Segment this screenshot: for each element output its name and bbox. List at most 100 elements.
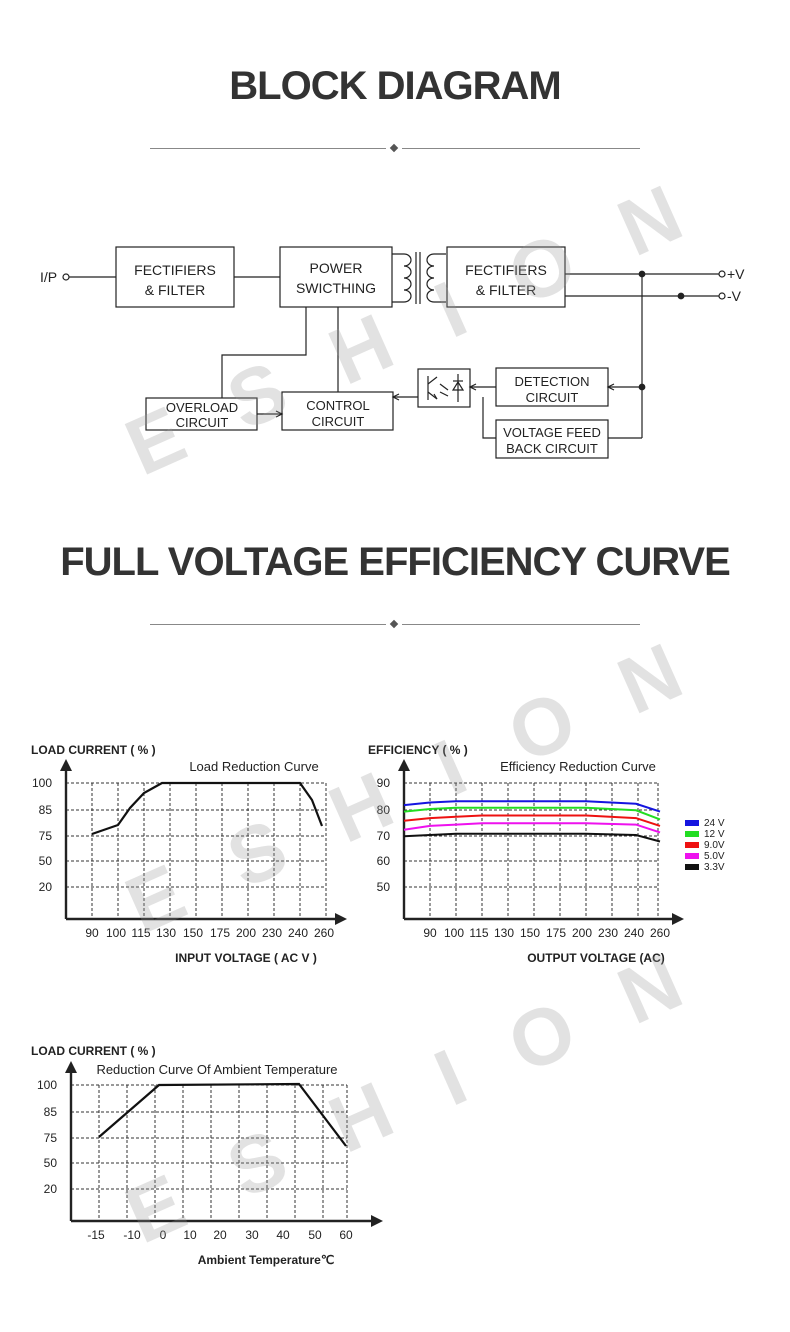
x-tick-label: 50 <box>308 1228 322 1242</box>
title-divider <box>150 619 640 630</box>
x-tick-label: 150 <box>183 926 203 940</box>
y-tick-label: 70 <box>377 829 391 843</box>
x-tick-label: 260 <box>314 926 334 940</box>
output-neg-label: -V <box>727 288 742 304</box>
series-line <box>403 806 661 821</box>
x-axis-arrow <box>335 913 347 925</box>
x-tick-label: 230 <box>262 926 282 940</box>
legend-swatch <box>685 831 699 837</box>
x-tick-label: 175 <box>546 926 566 940</box>
block-diagram: I/P FECTIFIERS & FILTER POWER SWICTHING … <box>40 246 745 459</box>
legend-swatch <box>685 853 699 859</box>
y-tick-label: 20 <box>39 880 53 894</box>
block-diagram-title: BLOCK DIAGRAM <box>229 64 561 108</box>
series-line <box>403 800 661 813</box>
series-line <box>403 832 661 843</box>
x-tick-label: 130 <box>156 926 176 940</box>
svg-text:CIRCUIT: CIRCUIT <box>526 390 579 405</box>
x-tick-label: 240 <box>288 926 308 940</box>
y-tick-label: 100 <box>32 776 52 790</box>
svg-text:SWICTHING: SWICTHING <box>296 280 376 296</box>
x-tick-label: 260 <box>650 926 670 940</box>
legend-label: 5.0V <box>704 851 725 862</box>
svg-text:BACK CIRCUIT: BACK CIRCUIT <box>506 441 598 456</box>
x-tick-label: 150 <box>520 926 540 940</box>
x-axis-arrow <box>672 913 684 925</box>
y-tick-label: 100 <box>37 1078 57 1092</box>
y-tick-label: 50 <box>44 1156 58 1170</box>
y-axis-arrow <box>65 1061 77 1073</box>
title-divider <box>150 143 640 154</box>
x-tick-label: -15 <box>87 1228 105 1242</box>
svg-text:DETECTION: DETECTION <box>514 374 589 389</box>
svg-text:CONTROL: CONTROL <box>306 398 370 413</box>
x-tick-label: 10 <box>183 1228 197 1242</box>
y-tick-label: 90 <box>377 776 391 790</box>
x-tick-label: -10 <box>123 1228 141 1242</box>
output-terminal-pos <box>718 270 726 278</box>
x-tick-label: 115 <box>131 926 150 940</box>
block-output-filter: FECTIFIERS & FILTER <box>446 246 566 308</box>
y-axis-label: EFFICIENCY ( % ) <box>368 743 468 757</box>
efficiency-section-title: FULL VOLTAGE EFFICIENCY CURVE <box>60 540 731 584</box>
x-tick-label: 30 <box>245 1228 259 1242</box>
transformer-symbol <box>392 252 446 304</box>
svg-text:VOLTAGE FEED: VOLTAGE FEED <box>503 425 601 440</box>
series-line <box>91 781 324 836</box>
y-axis-label: LOAD CURRENT ( % ) <box>31 1044 156 1058</box>
svg-text:& FILTER: & FILTER <box>476 282 536 298</box>
x-tick-label: 40 <box>276 1228 290 1242</box>
legend-label: 9.0V <box>704 840 725 851</box>
series-line <box>98 1082 347 1147</box>
svg-text:OVERLOAD: OVERLOAD <box>166 400 238 415</box>
series-line <box>403 814 661 827</box>
output-pos-label: +V <box>727 266 745 282</box>
x-tick-label: 200 <box>236 926 256 940</box>
legend-swatch <box>685 842 699 848</box>
y-axis-arrow <box>398 759 410 771</box>
y-tick-label: 20 <box>44 1182 58 1196</box>
chart-title: Efficiency Reduction Curve <box>500 759 656 774</box>
x-tick-label: 20 <box>213 1228 227 1242</box>
chart-title: Load Reduction Curve <box>189 759 318 774</box>
y-tick-label: 80 <box>377 803 391 817</box>
y-tick-label: 85 <box>44 1105 58 1119</box>
x-tick-label: 240 <box>624 926 644 940</box>
legend-label: 12 V <box>704 829 725 840</box>
x-tick-label: 90 <box>423 926 437 940</box>
svg-text:CIRCUIT: CIRCUIT <box>312 414 365 429</box>
svg-text:FECTIFIERS: FECTIFIERS <box>134 262 216 278</box>
x-tick-label: 175 <box>210 926 230 940</box>
svg-text:CIRCUIT: CIRCUIT <box>176 415 229 430</box>
legend-label: 24 V <box>704 818 725 829</box>
series-line <box>403 822 661 834</box>
x-tick-label: 200 <box>572 926 592 940</box>
x-axis-label: OUTPUT VOLTAGE (AC) <box>527 951 665 965</box>
x-tick-label: 230 <box>598 926 618 940</box>
x-axis-label: INPUT VOLTAGE ( AC V ) <box>175 951 317 965</box>
legend-label: 3.3V <box>704 862 725 873</box>
chart-title: Reduction Curve Of Ambient Temperature <box>96 1062 337 1077</box>
block-feedback: VOLTAGE FEED BACK CIRCUIT <box>495 419 609 459</box>
svg-text:POWER: POWER <box>310 260 363 276</box>
y-axis-label: LOAD CURRENT ( % ) <box>31 743 156 757</box>
svg-text:FECTIFIERS: FECTIFIERS <box>465 262 547 278</box>
x-axis-label: Ambient Temperature℃ <box>198 1253 335 1267</box>
y-tick-label: 50 <box>377 880 391 894</box>
y-tick-label: 85 <box>39 803 53 817</box>
x-tick-label: 100 <box>106 926 126 940</box>
x-tick-label: 115 <box>469 926 488 940</box>
x-axis-arrow <box>371 1215 383 1227</box>
y-tick-label: 50 <box>39 854 53 868</box>
block-power-switching: POWER SWICTHING <box>279 246 393 308</box>
legend-swatch <box>685 820 699 826</box>
x-tick-label: 0 <box>160 1228 167 1242</box>
svg-text:& FILTER: & FILTER <box>145 282 205 298</box>
legend-swatch <box>685 864 699 870</box>
x-tick-label: 100 <box>444 926 464 940</box>
block-overload: OVERLOAD CIRCUIT <box>145 397 258 431</box>
x-tick-label: 90 <box>85 926 99 940</box>
x-tick-label: 60 <box>339 1228 353 1242</box>
y-tick-label: 60 <box>377 854 391 868</box>
